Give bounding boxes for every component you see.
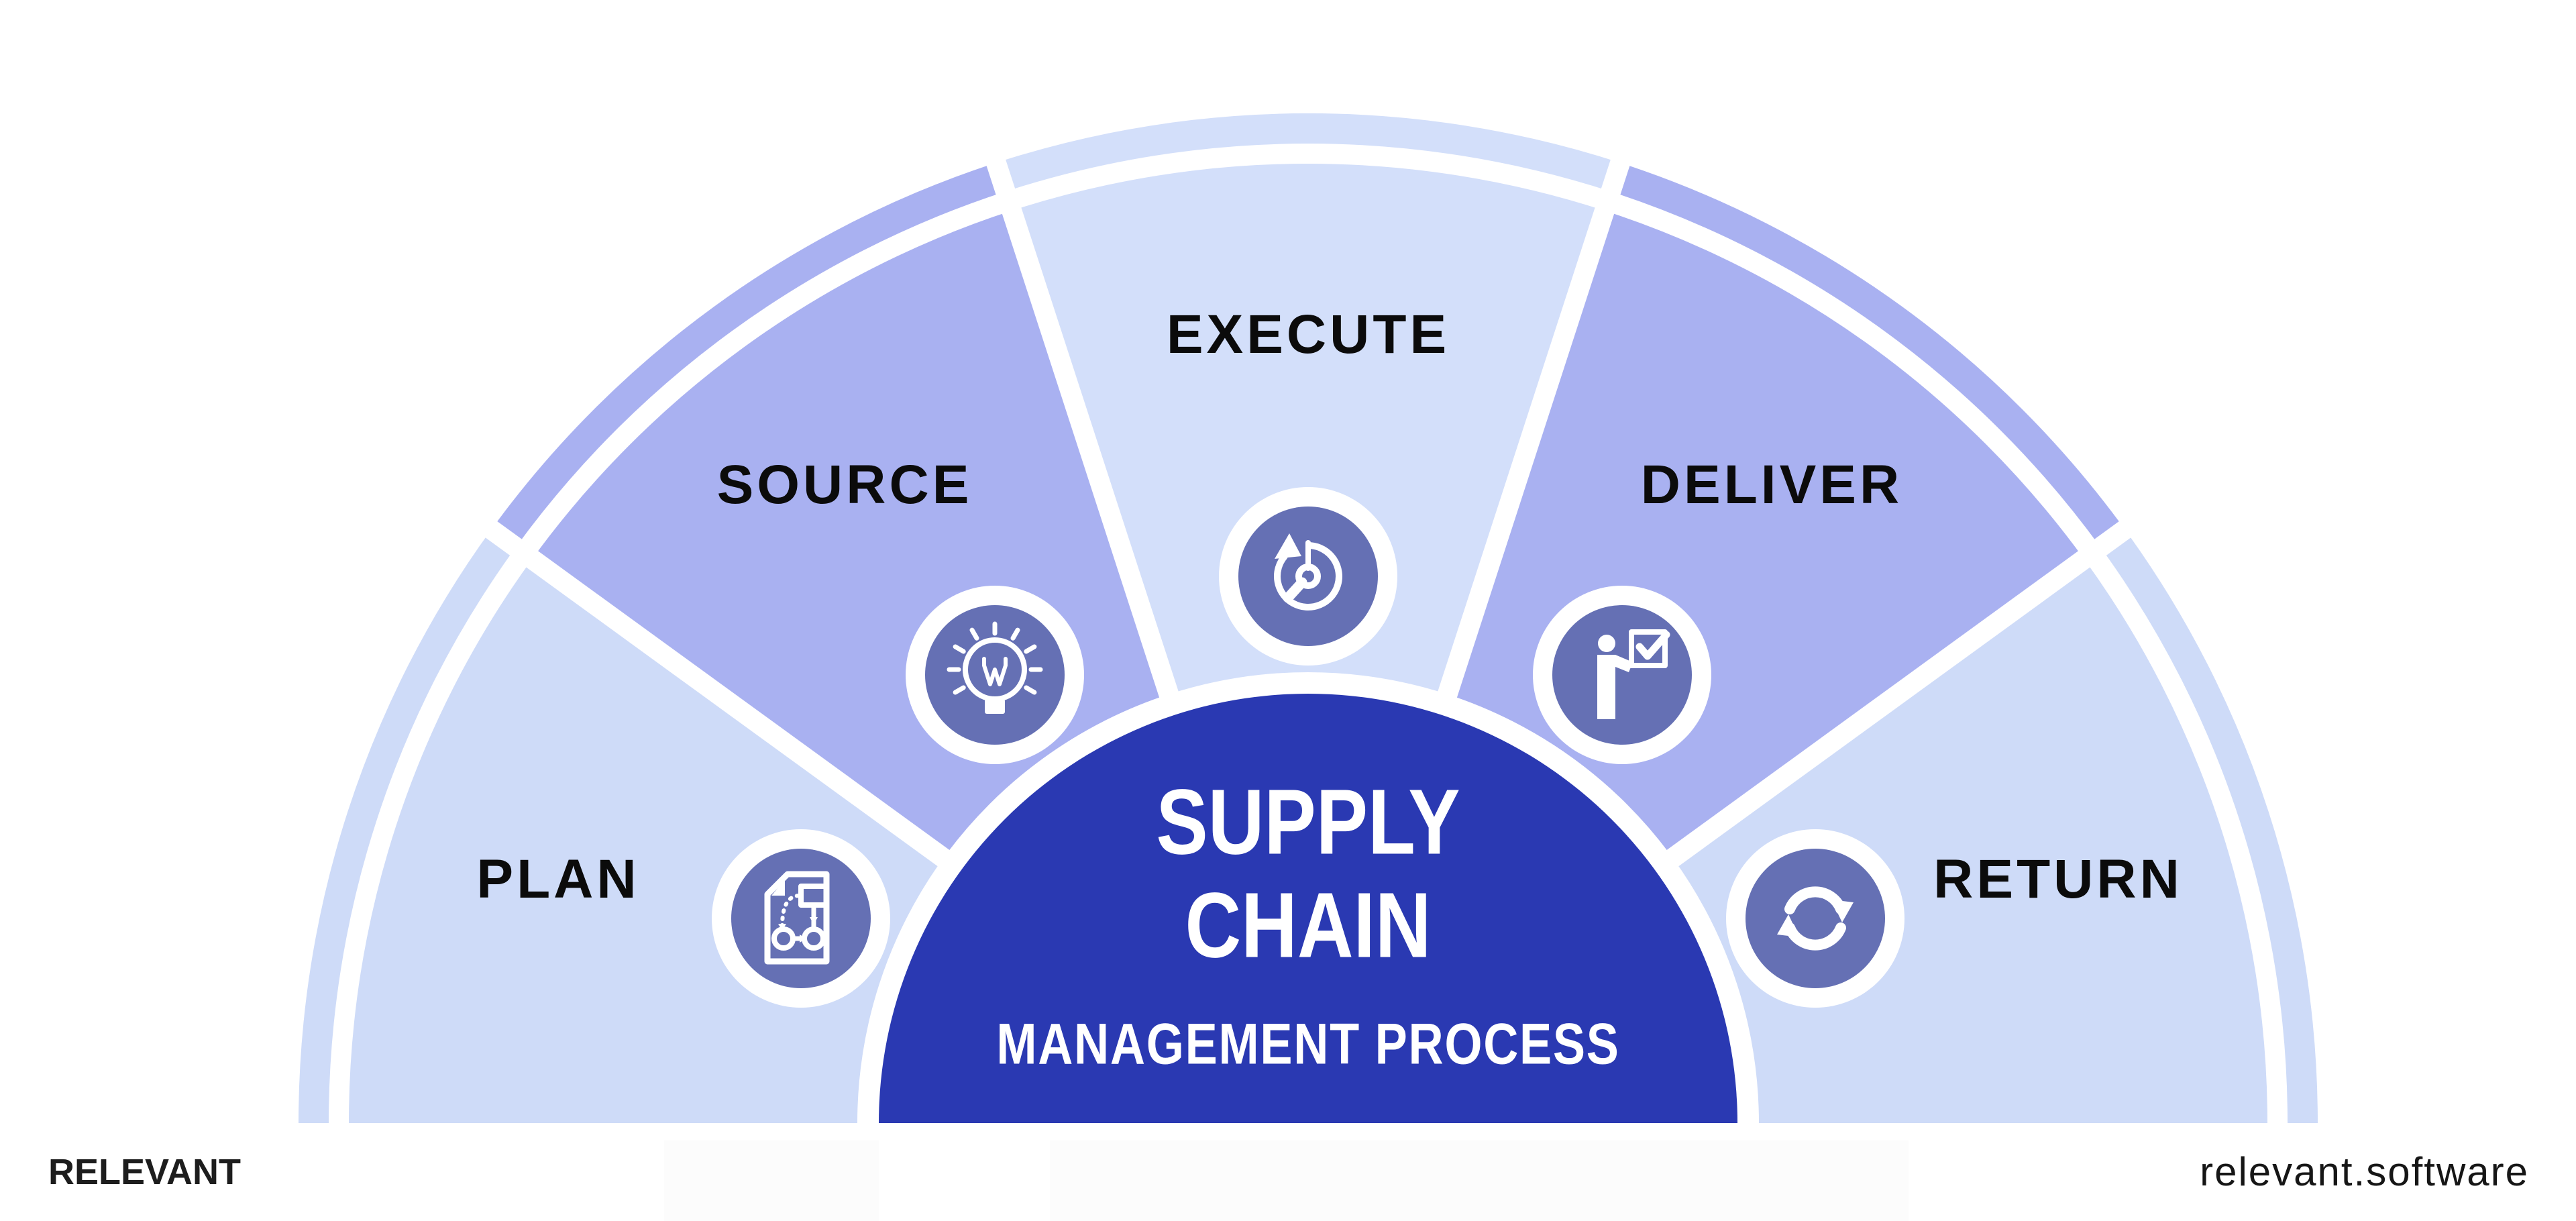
return-icon-badge xyxy=(1726,829,1904,1008)
faint-band-right xyxy=(1050,1140,1909,1221)
center-dome xyxy=(879,694,1737,1123)
source-icon-badge xyxy=(906,586,1084,764)
website-link[interactable]: relevant.software xyxy=(2200,1149,2529,1194)
rim-execute xyxy=(996,113,1621,192)
wedge-execute xyxy=(1012,164,1605,694)
center-title-line1: SUPPLY xyxy=(1156,770,1460,874)
person-checklist-icon xyxy=(1597,629,1670,719)
rim-source xyxy=(491,162,1006,547)
icon-disc xyxy=(1552,605,1692,745)
icon-disc xyxy=(1746,849,1885,988)
segment-label-execute: EXECUTE xyxy=(1166,304,1450,365)
segment-label-source: SOURCE xyxy=(716,454,973,515)
rim-deliver xyxy=(1611,162,2125,547)
segment-label-deliver: DELIVER xyxy=(1640,454,1903,515)
idea-lightbulb-icon xyxy=(947,621,1043,714)
icon-disc xyxy=(1238,507,1378,646)
flowchart-document-icon xyxy=(764,871,830,965)
plan-icon-badge xyxy=(712,829,890,1008)
segment-label-return: RETURN xyxy=(1933,849,2183,910)
faint-band-left xyxy=(664,1140,879,1221)
execute-icon-badge xyxy=(1219,487,1397,666)
icon-disc xyxy=(731,849,871,988)
center-title-line2: CHAIN xyxy=(1185,873,1432,977)
rim-plan xyxy=(298,529,516,1123)
deliver-icon-badge xyxy=(1533,586,1711,764)
brand-logo-text: RELEVANT xyxy=(48,1152,241,1192)
time-process-icon xyxy=(1274,533,1342,611)
segment-label-plan: PLAN xyxy=(476,849,640,910)
rim-return xyxy=(2100,529,2318,1123)
center-title-subtitle: MANAGEMENT PROCESS xyxy=(996,1012,1620,1077)
cycle-arrows-icon xyxy=(1777,886,1854,951)
